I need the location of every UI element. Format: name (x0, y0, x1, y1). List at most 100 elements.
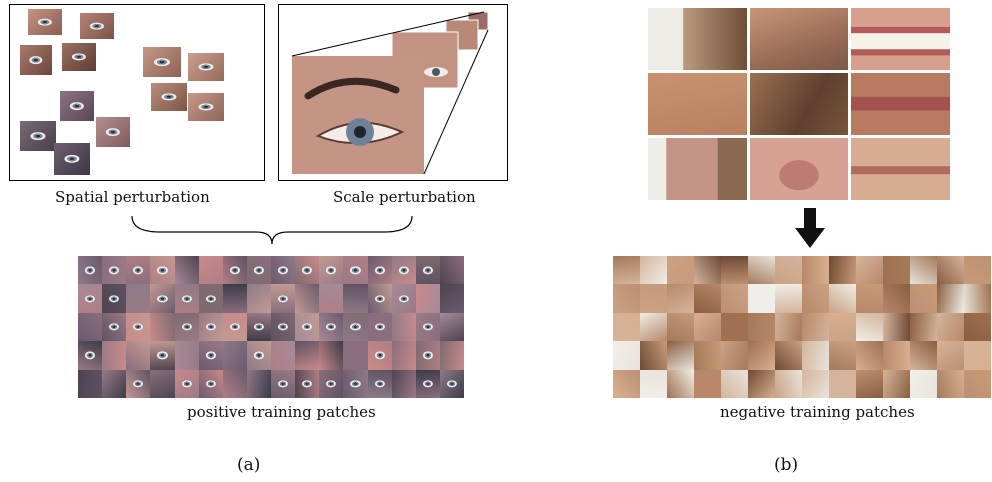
negative-patch (802, 256, 829, 285)
negative-patch (829, 256, 856, 285)
positive-patch (246, 369, 271, 398)
positive-patch (391, 369, 416, 398)
negative-patch (775, 341, 802, 370)
face-patch-beard (749, 73, 849, 135)
positive-patch (319, 256, 344, 285)
negative-training-patches-label: negative training patches (720, 403, 915, 421)
negative-patch (964, 312, 991, 342)
positive-patch (367, 256, 392, 285)
positive-patch (271, 256, 296, 285)
down-arrow (795, 208, 825, 248)
positive-patch (367, 284, 392, 313)
eye-patch (96, 117, 130, 147)
positive-patch (367, 341, 392, 370)
positive-patch (126, 284, 151, 313)
negative-patches-grid (613, 256, 991, 398)
positive-patch (150, 256, 175, 285)
positive-patch (367, 369, 392, 398)
eye-patch (60, 91, 94, 121)
negative-patch (856, 284, 883, 313)
positive-patch (222, 284, 247, 313)
negative-patch (802, 369, 829, 398)
positive-patch (150, 312, 175, 342)
positive-patch (271, 284, 296, 313)
positive-patch (150, 369, 175, 398)
positive-patch (343, 312, 368, 342)
positive-patch (102, 369, 127, 398)
positive-patch (198, 369, 223, 398)
face-patch-nostrils (749, 138, 849, 200)
eye-patch (20, 121, 56, 151)
positive-patch (439, 369, 464, 398)
positive-patch (295, 256, 320, 285)
positive-patch (319, 341, 344, 370)
negative-patch (721, 312, 748, 342)
negative-patch (694, 341, 721, 370)
negative-patch (829, 341, 856, 370)
face-patch-forehead (648, 73, 747, 135)
positive-patch (78, 369, 103, 398)
negative-patch (829, 369, 856, 398)
positive-patch (174, 312, 199, 342)
positive-patch (271, 312, 296, 342)
eye-patch (54, 143, 90, 175)
positive-patch (439, 312, 464, 342)
negative-patch (667, 369, 694, 398)
positive-patch (198, 256, 223, 285)
eye-patch (62, 43, 96, 71)
positive-patch (439, 284, 464, 313)
positive-patch (78, 284, 103, 313)
positive-patch (391, 341, 416, 370)
positive-patch (415, 341, 440, 370)
eye-patch (80, 13, 114, 39)
negative-patch (937, 341, 964, 370)
negative-patch (856, 369, 883, 398)
face-region-grid (648, 8, 950, 200)
negative-patch (640, 341, 667, 370)
positive-patch (367, 312, 392, 342)
negative-patch (775, 312, 802, 342)
negative-patch (640, 256, 667, 285)
negative-patch (775, 369, 802, 398)
positive-patch (343, 341, 368, 370)
negative-patch (694, 284, 721, 313)
positive-patch (102, 284, 127, 313)
negative-patch (883, 256, 910, 285)
face-patch-cheek-beard (648, 8, 747, 70)
positive-patch (150, 341, 175, 370)
positive-patch (271, 341, 296, 370)
negative-patch (883, 284, 910, 313)
negative-patch (829, 312, 856, 342)
negative-patch (910, 369, 937, 398)
positive-patch (222, 369, 247, 398)
negative-patch (964, 369, 991, 398)
positive-patch (222, 312, 247, 342)
positive-patch (126, 341, 151, 370)
face-patch-mouth (851, 138, 950, 200)
positive-patch (295, 341, 320, 370)
positive-patch (415, 369, 440, 398)
negative-patch (964, 256, 991, 285)
negative-patch (856, 256, 883, 285)
negative-patch (856, 341, 883, 370)
negative-patch (613, 341, 640, 370)
positive-patch (295, 284, 320, 313)
negative-patch (802, 312, 829, 342)
eye-patch (188, 53, 224, 81)
negative-patch (667, 284, 694, 313)
positive-patch (415, 284, 440, 313)
negative-patch (613, 312, 640, 342)
negative-patch (883, 369, 910, 398)
positive-patch (439, 341, 464, 370)
positive-patch (222, 256, 247, 285)
positive-patch (415, 256, 440, 285)
positive-patch (198, 284, 223, 313)
positive-patch (271, 369, 296, 398)
negative-patch (802, 341, 829, 370)
negative-patch (775, 284, 802, 313)
eye-patch (188, 93, 224, 121)
positive-patch (246, 256, 271, 285)
face-patch-lips (851, 73, 950, 135)
positive-patch (343, 256, 368, 285)
negative-patch (937, 312, 964, 342)
